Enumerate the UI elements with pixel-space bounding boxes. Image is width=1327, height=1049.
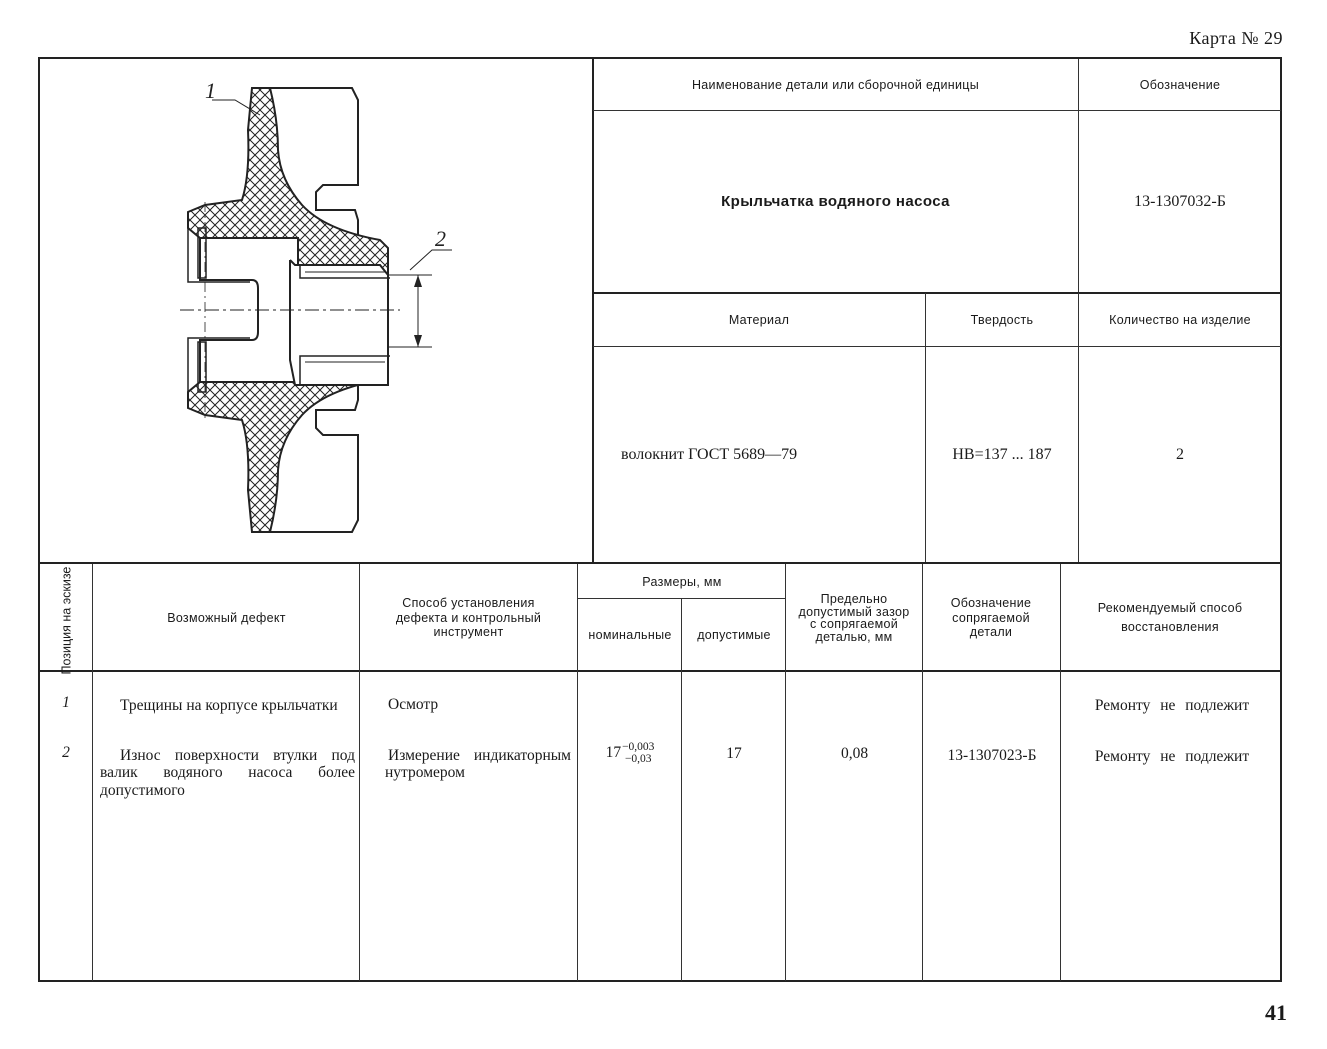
callout-2: 2 — [435, 226, 446, 251]
row2-defect: Износ поверхности втулки под валик водян… — [100, 747, 355, 799]
row1-position: 1 — [62, 694, 70, 711]
defects-header-bottom-line — [38, 670, 1282, 672]
col-div-7 — [1060, 564, 1061, 981]
sleeve-insert — [289, 259, 389, 386]
row2-max-gap: 0,08 — [840, 745, 869, 762]
defect-header: Возможный дефект — [167, 610, 286, 625]
col-div-3 — [577, 564, 578, 981]
row2-restoration: Ремонту не подлежит — [1094, 748, 1250, 765]
card-frame — [38, 57, 1282, 982]
callout-1: 1 — [205, 78, 216, 103]
material-value: волокнит ГОСТ 5689—79 — [621, 445, 798, 463]
mating-part-header: Обозначение сопрягаемой детали — [950, 596, 1032, 640]
col-div-1 — [92, 564, 93, 981]
material-section-line — [593, 292, 1281, 294]
hardness-divider-right — [1078, 293, 1079, 562]
material-header: Материал — [728, 312, 790, 327]
position-header: Позиция на эскизе — [59, 567, 74, 675]
row2-nominal-upper: −0,003 — [622, 741, 655, 753]
quantity-value: 2 — [1176, 445, 1184, 463]
hardness-header: Твердость — [970, 312, 1034, 327]
sizes-subheader-line — [578, 598, 785, 599]
vane-outline-top — [262, 87, 359, 235]
material-header-line — [593, 346, 1281, 347]
method-header: Способ установления дефекта и контрольны… — [395, 596, 542, 640]
col-div-2 — [359, 564, 360, 981]
row2-nominal: 17−0,003−0,03 — [579, 741, 681, 765]
name-header: Наименование детали или сборочной единиц… — [691, 77, 980, 92]
designation-header: Обозначение — [1139, 77, 1221, 92]
page-number: 41 — [1265, 1000, 1287, 1025]
impeller-sketch: 1 2 — [180, 78, 452, 533]
quantity-header: Количество на изделие — [1109, 312, 1251, 327]
allowed-header: допустимые — [697, 627, 771, 642]
row2-allowed: 17 — [726, 745, 742, 762]
row1-restoration: Ремонту не подлежит — [1094, 697, 1250, 714]
top-section-bottom-line — [38, 562, 1282, 564]
row1-defect: Трещины на корпусе крыльчатки — [120, 697, 338, 714]
max-gap-header: Предельно допустимый зазор с сопрягаемой… — [798, 592, 910, 644]
nominal-header: номинальные — [588, 627, 672, 642]
hardness-divider-left — [925, 293, 926, 562]
row2-method: Измерение индикаторным нутромером — [385, 747, 571, 782]
card-number-label: Карта № 29 — [1189, 28, 1283, 48]
sizes-group-header: Размеры, мм — [642, 574, 722, 589]
hardness-value: НВ=137 ... 187 — [952, 445, 1052, 463]
row2-nominal-lower: −0,03 — [624, 752, 652, 765]
row1-method: Осмотр — [388, 696, 439, 713]
col-div-5 — [785, 564, 786, 981]
vane-outline-bottom — [262, 385, 359, 533]
row2-nominal-base: 17 — [605, 744, 622, 762]
sketch-divider — [592, 59, 594, 562]
restoration-header: Рекомендуемый способ восстановления — [1097, 601, 1243, 634]
hatched-body-top — [187, 87, 389, 276]
col-div-6 — [922, 564, 923, 981]
row2-position: 2 — [62, 744, 70, 761]
row2-mating-part: 13-1307023-Б — [947, 747, 1037, 764]
part-name: Крыльчатка водяного насоса — [721, 193, 950, 211]
hatched-body-bottom — [187, 344, 389, 533]
part-designation: 13-1307032-Б — [1134, 192, 1226, 210]
name-header-line — [593, 110, 1281, 111]
col-div-4 — [681, 598, 682, 981]
designation-divider — [1078, 59, 1079, 292]
